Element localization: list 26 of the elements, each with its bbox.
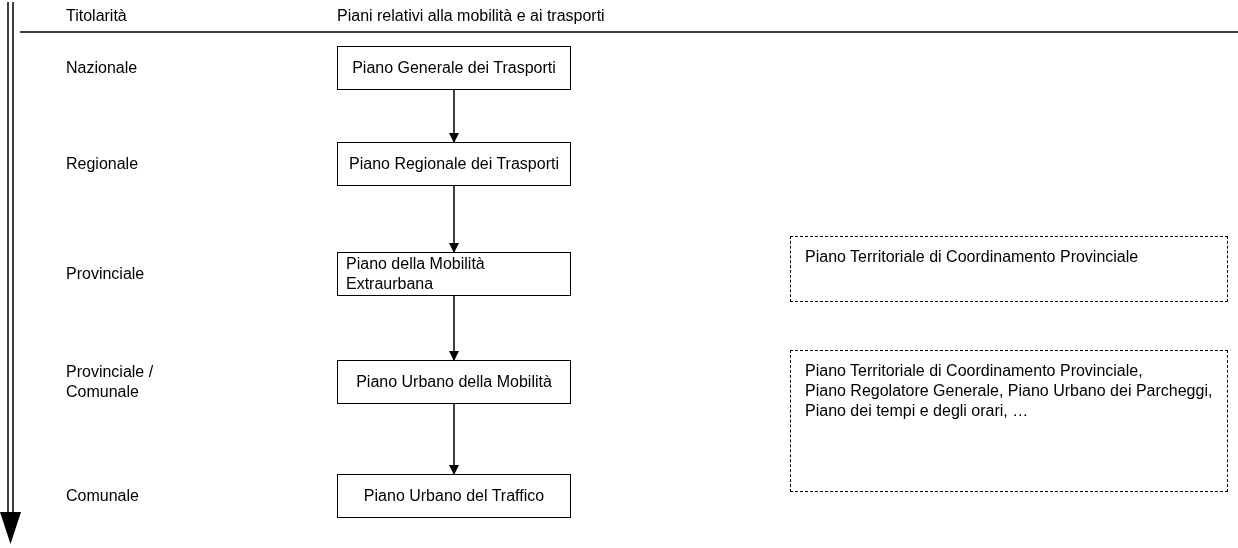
plan-box xyxy=(337,252,571,296)
plan-text: Piano Urbano del Traffico xyxy=(363,486,545,506)
arrow xyxy=(449,185,459,253)
plan-text: Piano Territoriale di Coordinamento Provinciale, xyxy=(805,361,1143,381)
plan-text: Piano Urbano della Mobilità xyxy=(356,372,552,392)
arrow xyxy=(449,89,459,143)
related-plans-box xyxy=(790,236,1228,302)
arrow xyxy=(449,403,459,475)
plan-box xyxy=(337,474,571,518)
level-label: Provinciale / Comunale xyxy=(66,362,155,402)
plan-box xyxy=(337,46,571,90)
plan-text: Piano Regolatore Generale, Piano Urbano dei Parcheggi, Piano dei tempi e degli orari, … xyxy=(805,381,1213,421)
arrow xyxy=(449,295,459,361)
level-label: Provinciale xyxy=(66,264,146,284)
plan-box xyxy=(337,142,571,186)
level-label: Regionale xyxy=(66,154,140,174)
level-label: Nazionale xyxy=(66,58,139,78)
related-plans-box xyxy=(790,350,1228,492)
plan-box xyxy=(337,360,571,404)
plan-text: Piano della Mobilità Extraurbana xyxy=(346,254,486,294)
plan-text: Piano Regionale dei Trasporti xyxy=(349,154,559,174)
plan-text: Piano Generale dei Trasporti xyxy=(352,58,556,78)
column-header: Piani relativi alla mobilità e ai trasporti xyxy=(337,6,606,26)
column-header: Titolarità xyxy=(66,6,128,26)
plan-text: Piano Territoriale di Coordinamento Provinciale xyxy=(805,247,1139,267)
level-label: Comunale xyxy=(66,486,140,506)
